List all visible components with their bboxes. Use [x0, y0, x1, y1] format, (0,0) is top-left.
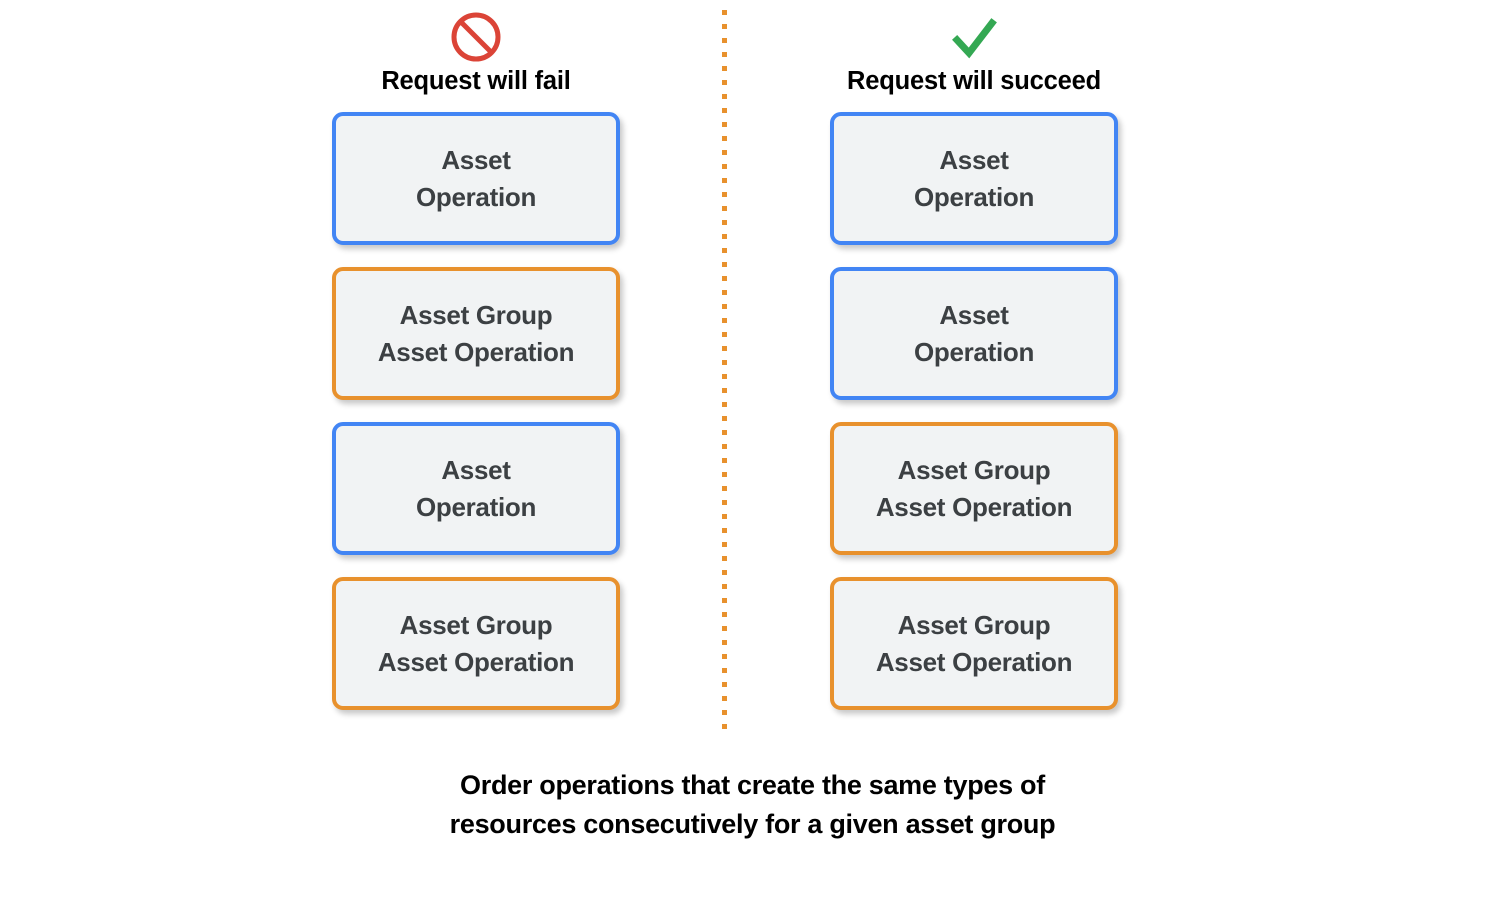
operation-list-fail: Asset Operation Asset Group Asset Operat…	[332, 112, 620, 732]
operation-box-line-1: Asset Group	[897, 609, 1051, 640]
operation-box-line-1: Asset Group	[897, 454, 1051, 485]
operation-box-line-1: Asset	[441, 454, 511, 485]
operation-box[interactable]: Asset Group Asset Operation	[830, 422, 1118, 555]
operation-box-line-1: Asset	[939, 144, 1009, 175]
operation-box[interactable]: Asset Group Asset Operation	[332, 267, 620, 400]
column-title-fail: Request will fail	[381, 67, 571, 95]
operation-box-line-2: Asset Operation	[377, 336, 575, 367]
column-header-succeed: Request will succeed	[784, 8, 1164, 96]
operation-box-line-2: Operation	[415, 491, 537, 522]
operation-box-line-1: Asset	[441, 144, 511, 175]
operation-box-line-2: Operation	[913, 181, 1035, 212]
operation-box[interactable]: Asset Group Asset Operation	[332, 577, 620, 710]
operation-box-line-1: Asset Group	[399, 299, 553, 330]
diagram-caption: Order operations that create the same ty…	[0, 766, 1505, 844]
column-title-succeed: Request will succeed	[847, 67, 1101, 95]
operation-box[interactable]: Asset Operation	[332, 112, 620, 245]
operation-box-line-2: Asset Operation	[875, 646, 1073, 677]
no-entry-icon	[286, 8, 666, 66]
operation-box-line-2: Operation	[913, 336, 1035, 367]
caption-line-1: Order operations that create the same ty…	[460, 770, 1045, 800]
operation-box[interactable]: Asset Operation	[830, 112, 1118, 245]
column-divider	[722, 10, 727, 736]
caption-line-2: resources consecutively for a given asse…	[449, 809, 1056, 839]
operation-list-succeed: Asset Operation Asset Operation Asset Gr…	[830, 112, 1118, 732]
operation-box[interactable]: Asset Operation	[830, 267, 1118, 400]
operation-box-line-1: Asset	[939, 299, 1009, 330]
operation-box-line-2: Asset Operation	[377, 646, 575, 677]
check-icon	[784, 8, 1164, 66]
operation-box[interactable]: Asset Group Asset Operation	[830, 577, 1118, 710]
column-header-fail: Request will fail	[286, 8, 666, 96]
operation-box-line-1: Asset Group	[399, 609, 553, 640]
operation-box[interactable]: Asset Operation	[332, 422, 620, 555]
operation-box-line-2: Asset Operation	[875, 491, 1073, 522]
operation-box-line-2: Operation	[415, 181, 537, 212]
